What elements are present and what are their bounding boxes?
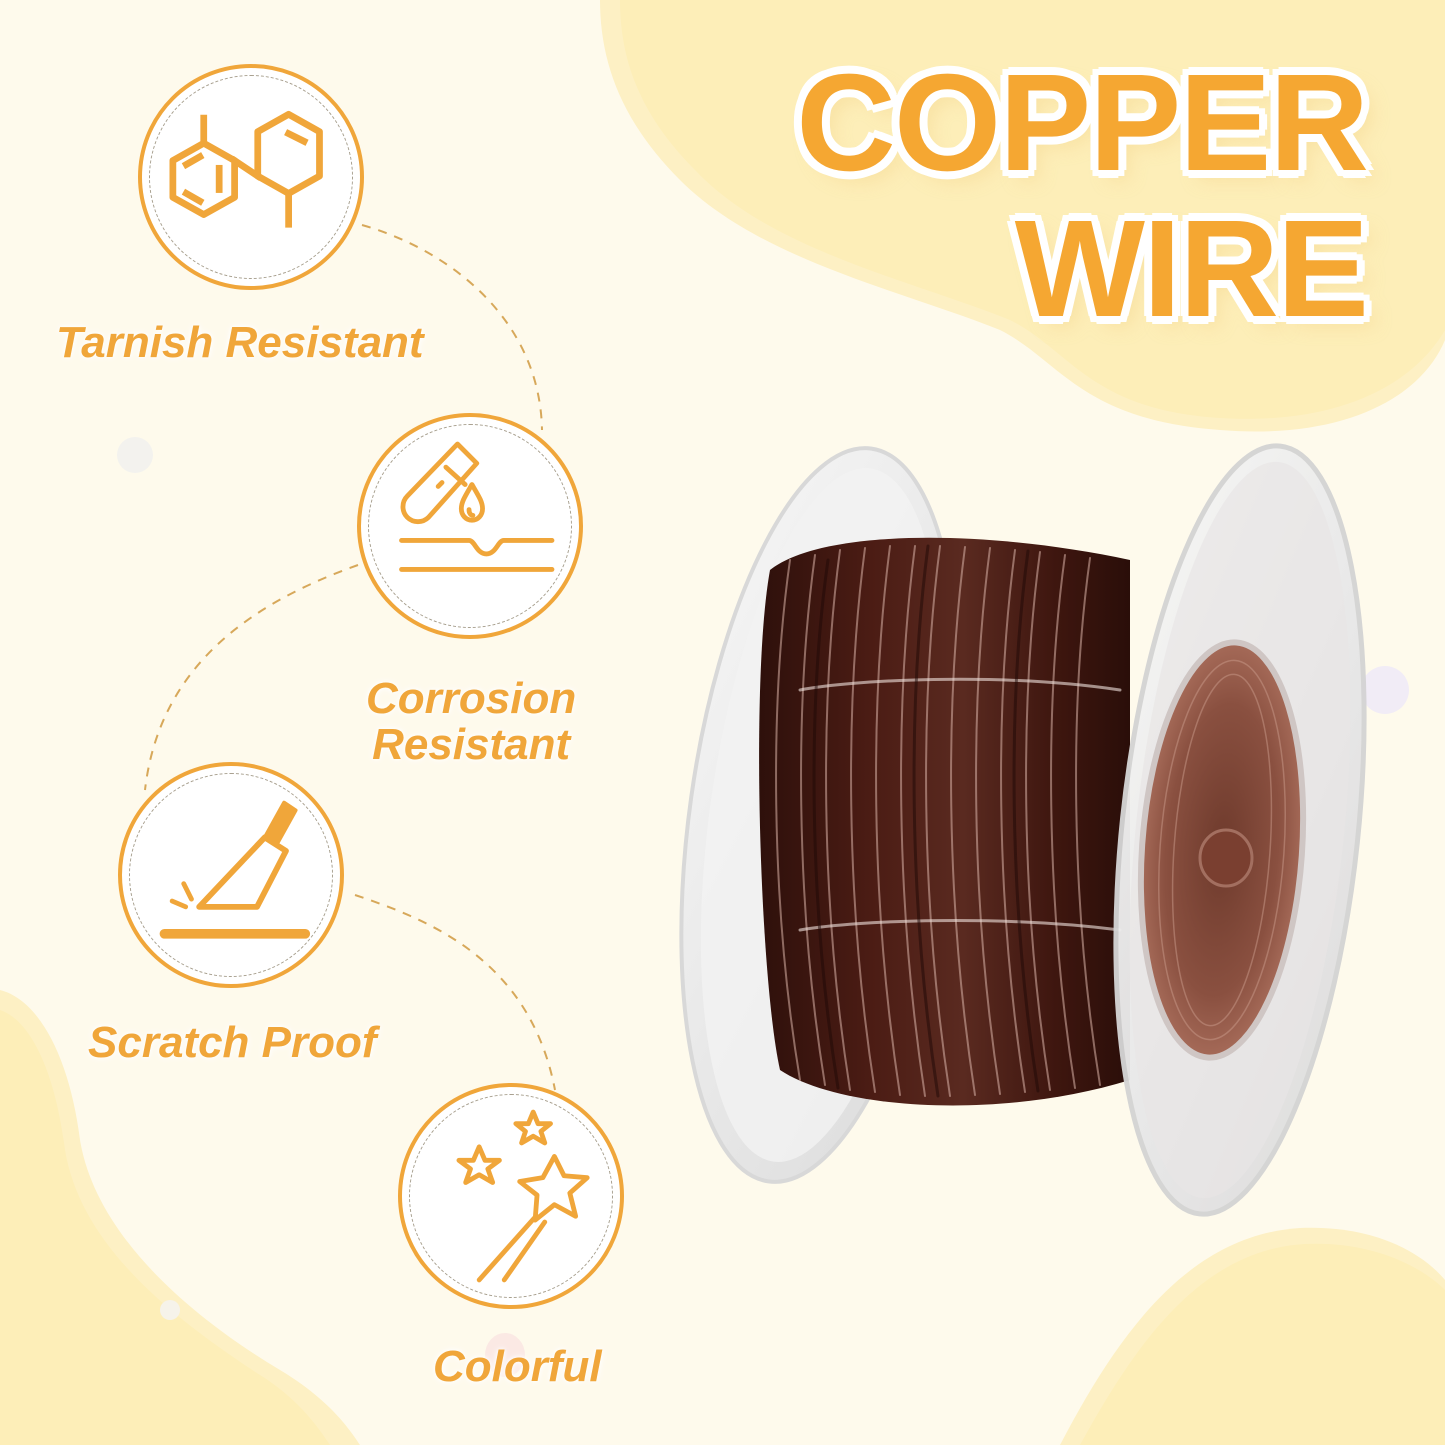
feature-label-corrosion-resistant: Corrosion Resistant — [366, 676, 576, 768]
feature-badge-corrosion-resistant — [357, 413, 583, 639]
product-title: COPPER WIRE — [796, 46, 1369, 346]
knife-scratch-icon — [159, 800, 311, 939]
star-wand-icon — [456, 1109, 590, 1283]
feature-badge-scratch-proof — [118, 762, 344, 988]
feature-label-scratch-proof: Scratch Proof — [88, 1018, 377, 1067]
test-tube-drop-icon — [399, 441, 555, 572]
feature-badge-tarnish-resistant — [138, 64, 364, 290]
feature-label-colorful: Colorful — [433, 1342, 602, 1391]
feature-label-tarnish-resistant: Tarnish Resistant — [56, 318, 424, 367]
label-line-2: Resistant — [372, 720, 571, 769]
label-line-1: Corrosion — [366, 674, 577, 723]
title-line-2: WIRE — [1014, 192, 1369, 346]
feature-badge-colorful — [398, 1083, 624, 1309]
chemical-structure-icon — [169, 110, 323, 228]
title-line-1: COPPER — [796, 46, 1369, 200]
